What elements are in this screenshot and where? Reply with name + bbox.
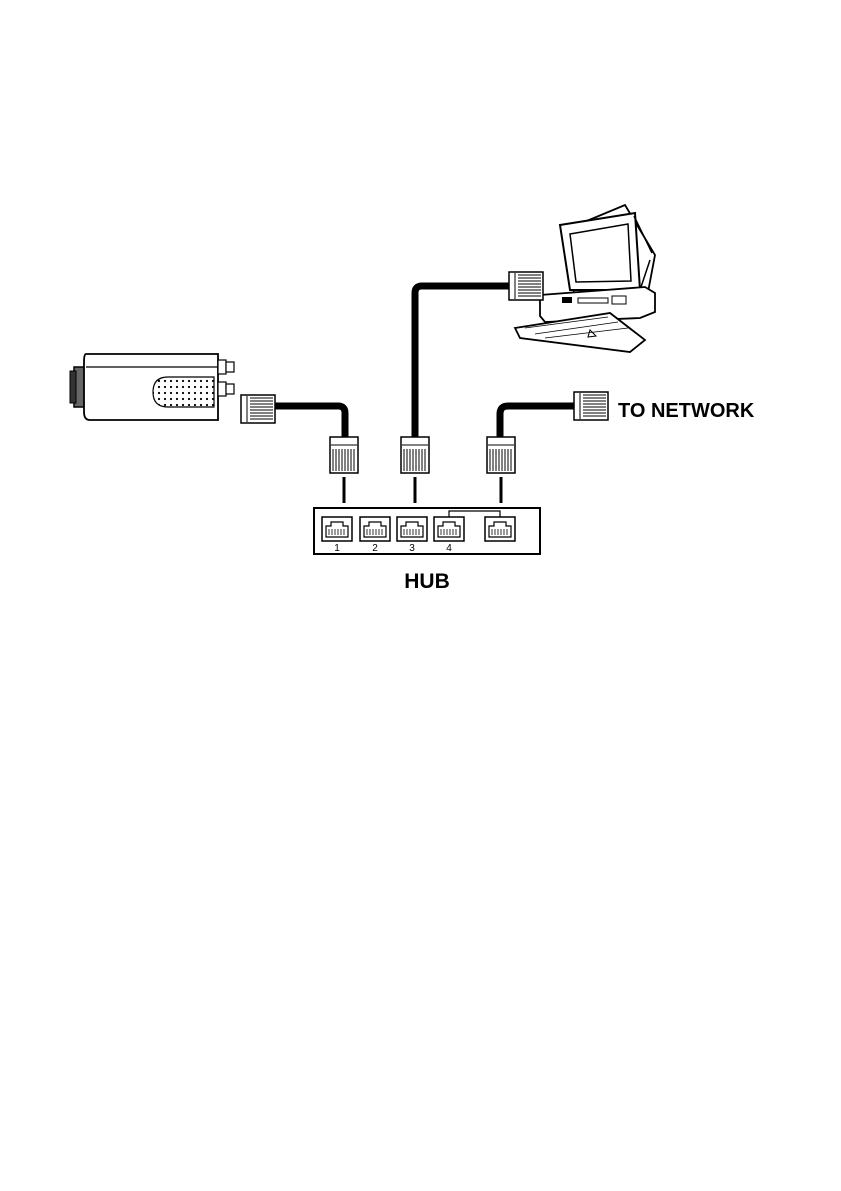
- hub-plug-uplink: [487, 437, 515, 473]
- ip-camera: [70, 354, 234, 420]
- hub-plug-port-1: [330, 437, 358, 473]
- camera-cable: [270, 406, 345, 437]
- hub-port-4: [434, 517, 464, 541]
- hub-plug-port-3: [401, 437, 429, 473]
- camera-plug: [241, 395, 275, 423]
- hub-port-3: [397, 517, 427, 541]
- hub-port-1: [322, 517, 352, 541]
- network-cable: [500, 406, 576, 437]
- network-plug: [574, 392, 608, 420]
- computer-cable: [415, 286, 510, 437]
- port-number-4: 4: [446, 543, 452, 554]
- port-number-1: 1: [334, 543, 340, 554]
- to-network-label: TO NETWORK: [618, 400, 755, 422]
- hub-label: HUB: [404, 570, 450, 593]
- port-number-3: 3: [409, 543, 415, 554]
- plug-leaders: [344, 477, 501, 503]
- hub: 1 2 3 4: [314, 508, 540, 554]
- computer-plug: [509, 272, 543, 300]
- cables: [270, 286, 576, 437]
- hub-uplink-port: [485, 517, 515, 541]
- hub-port-2: [360, 517, 390, 541]
- port-number-2: 2: [372, 543, 378, 554]
